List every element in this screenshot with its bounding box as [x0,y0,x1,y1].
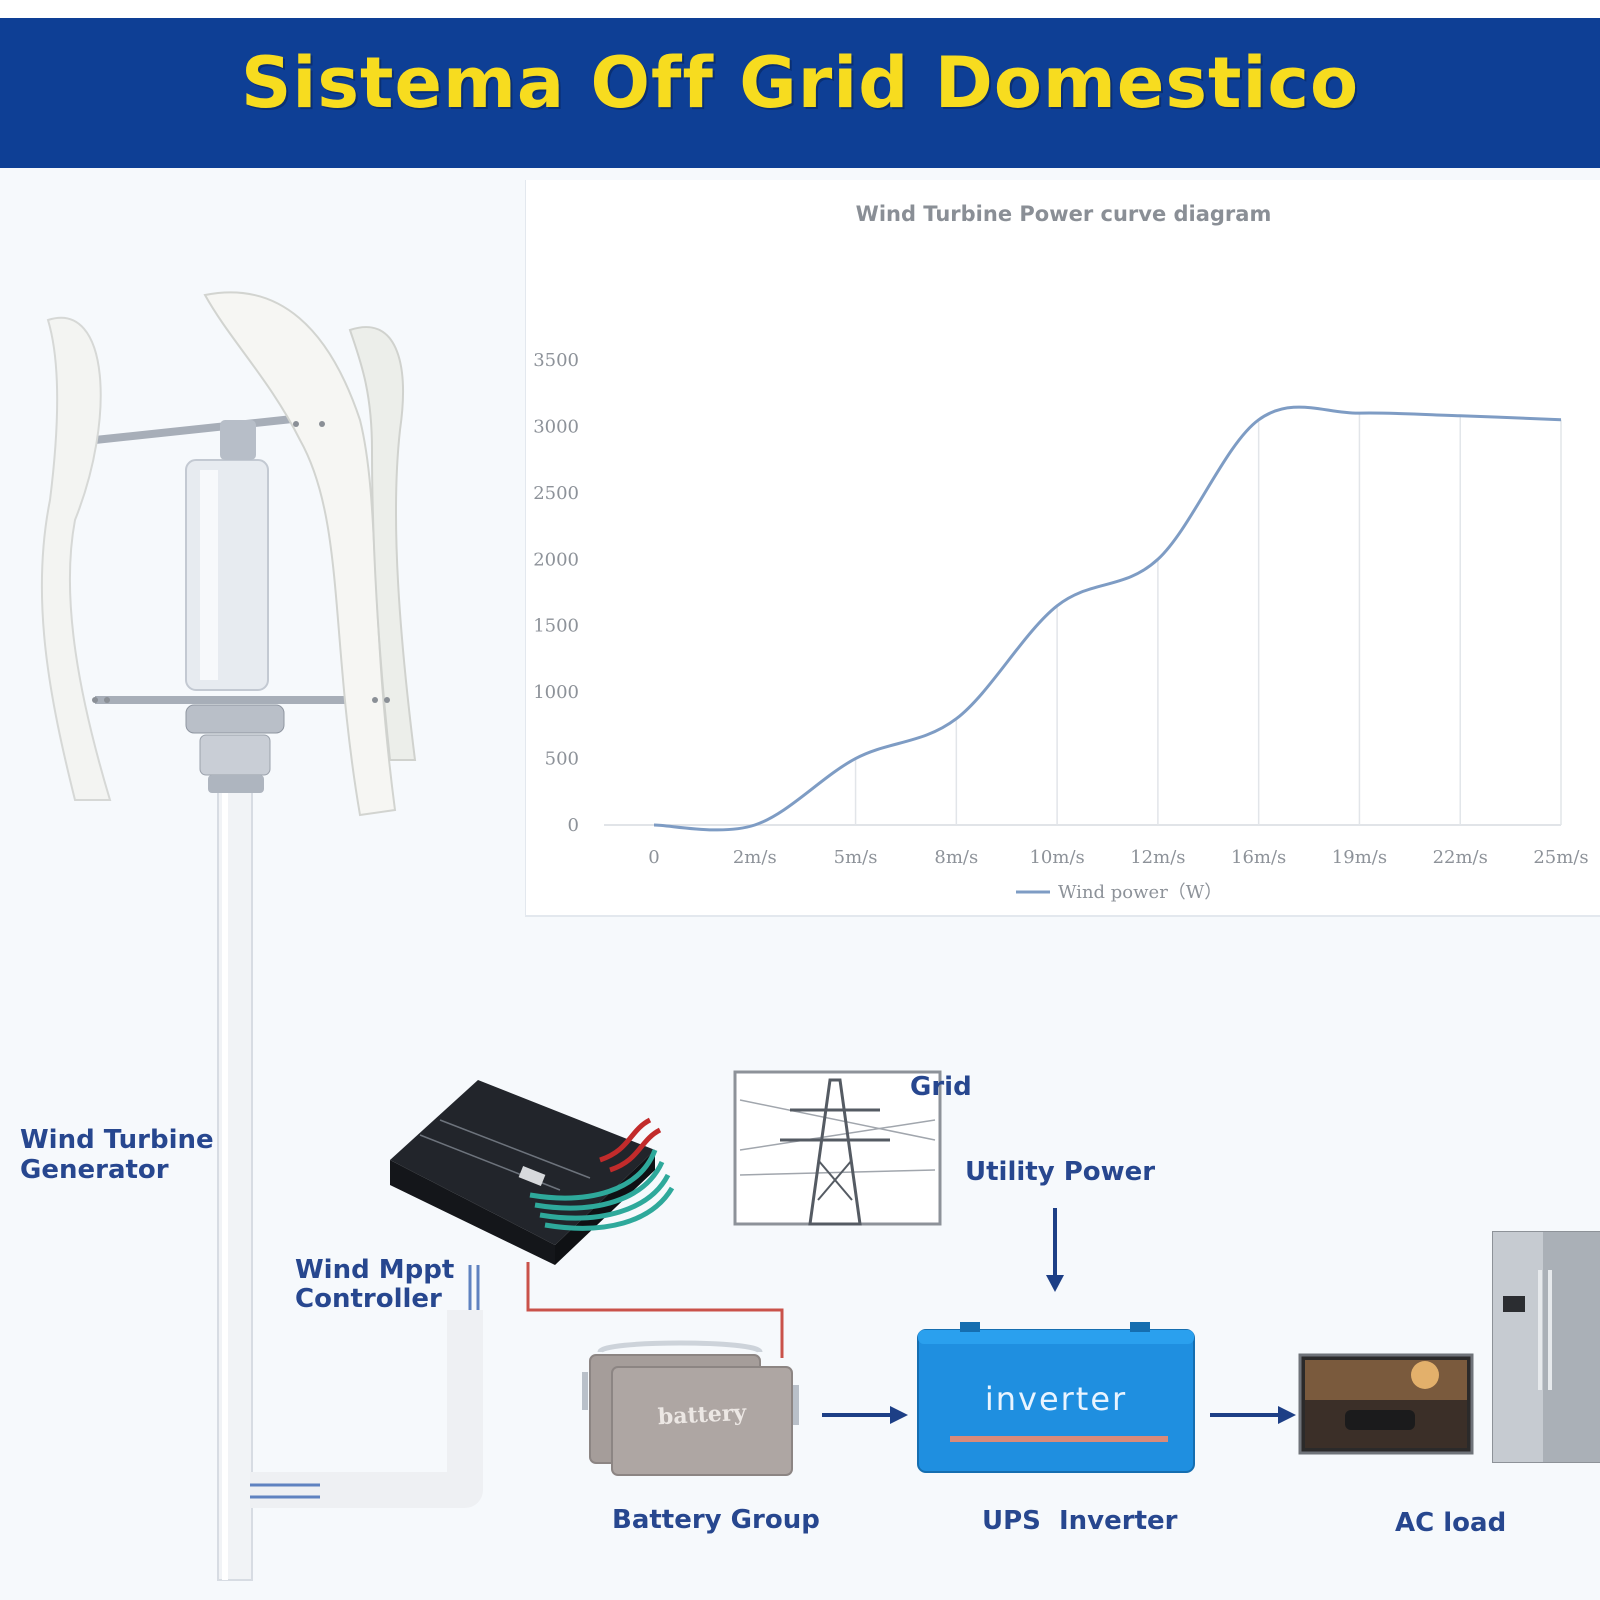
battery-icon [582,1340,799,1476]
controller-icon [390,1080,675,1265]
wind-turbine-label-line1: Wind Turbine [20,1125,214,1155]
x-tick-label: 25m/s [1533,847,1588,868]
x-tick-label: 0 [648,847,659,868]
y-tick-label: 1000 [533,682,579,703]
inverter-text: inverter [984,1380,1128,1418]
page-title: Sistema Off Grid Domestico [240,42,1360,124]
controller-label-line1: Wind Mppt [295,1255,455,1285]
arrow-icon [822,1208,1296,1424]
controller-label-line2: Controller [295,1284,442,1314]
top-strip [0,0,1600,18]
inverter-icon [917,1322,1195,1473]
x-tick-label: 5m/s [834,847,878,868]
fridge-icon [1492,1231,1600,1463]
battery-group-label: Battery Group [612,1505,820,1535]
wind-turbine-label-line2: Generator [20,1155,169,1185]
tv-icon [1298,1353,1474,1455]
y-tick-label: 1500 [533,616,579,637]
y-tick-label: 500 [545,749,579,770]
y-tick-label: 3000 [533,416,579,437]
legend-label: Wind power（W） [1058,882,1222,903]
ups-inverter-label: UPS Inverter [982,1506,1178,1536]
controller-label: Wind Mppt Controller [295,1256,454,1314]
utility-power-label: Utility Power [965,1157,1156,1187]
chart-canvas: 0 500 1000 1500 2000 2500 3000 3500 0 2m/s 5m/s 8m/… [533,350,1588,903]
power-curve-chart: Wind Turbine Power curve diagram 0 500 100… [525,180,1600,917]
wind-turbine-icon [40,291,417,1581]
chart-title: Wind Turbine Power curve diagram [855,202,1272,226]
x-tick-label: 12m/s [1130,847,1185,868]
power-tower-icon [733,1070,942,1226]
y-tick-label: 3500 [533,350,579,371]
cable-icon [250,1262,784,1508]
title-banner: Sistema Off Grid Domestico [0,18,1600,168]
x-tick-label: 2m/s [733,847,777,868]
x-tick-label: 16m/s [1231,847,1286,868]
y-tick-label: 2000 [533,549,579,570]
x-tick-label: 8m/s [934,847,978,868]
ac-load-label: AC load [1395,1508,1507,1538]
x-tick-label: 10m/s [1029,847,1084,868]
x-tick-label: 19m/s [1332,847,1387,868]
grid-label: Grid [910,1072,972,1102]
y-tick-label: 0 [568,815,579,836]
x-tick-label: 22m/s [1433,847,1488,868]
y-tick-label: 2500 [533,483,579,504]
wind-turbine-label: Wind Turbine Generator [20,1125,214,1185]
series-line-wind-power [653,405,1562,832]
